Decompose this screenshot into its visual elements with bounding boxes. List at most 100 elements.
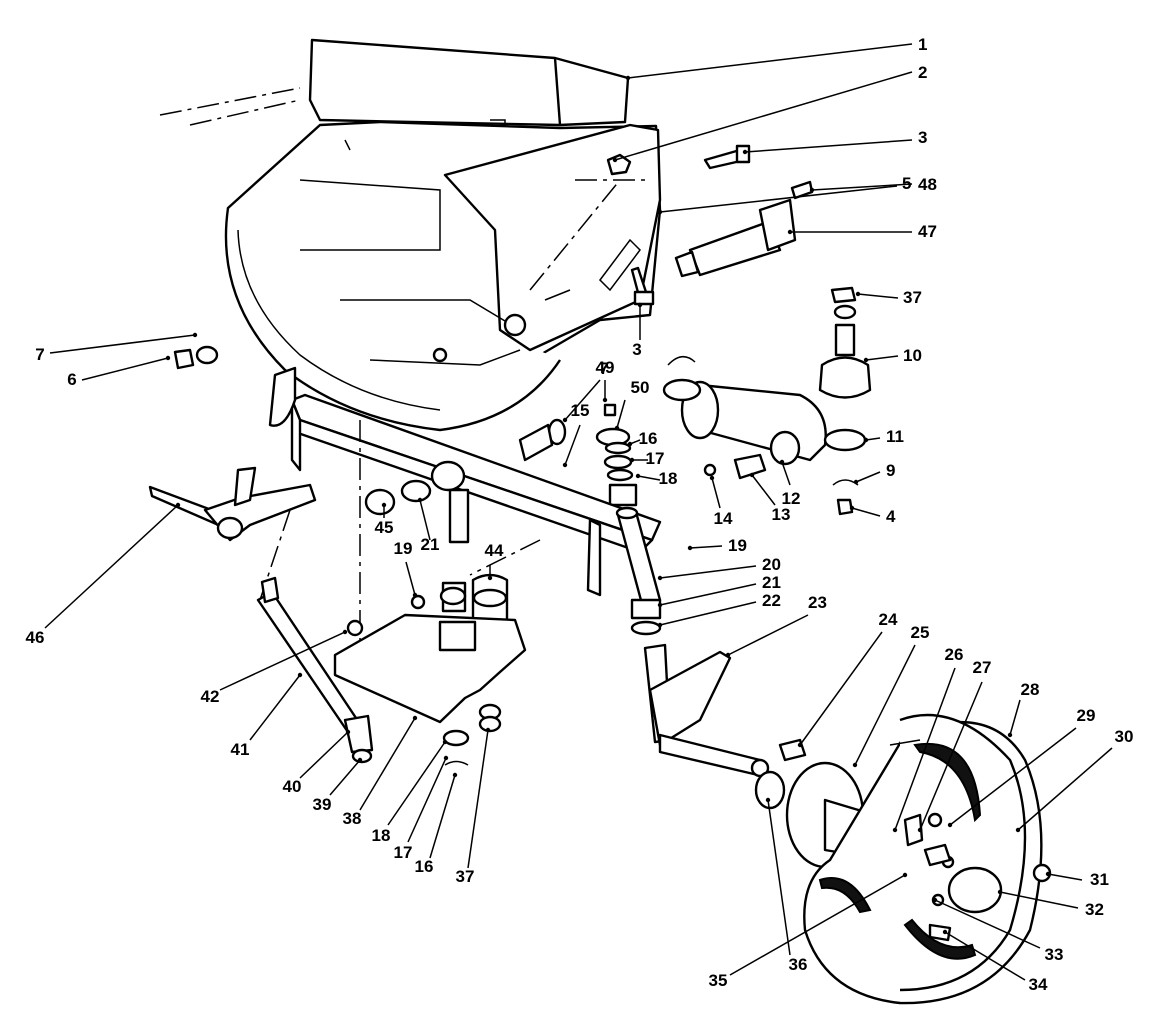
part-ball-joint [818, 286, 872, 399]
callout-label-38: 38 [343, 809, 362, 828]
callout-label-25: 25 [911, 623, 930, 642]
callout-label-2: 2 [918, 63, 927, 82]
callout-label-18: 18 [372, 826, 391, 845]
leader-line-50 [616, 399, 626, 429]
callout-label-16: 16 [639, 429, 658, 448]
leader-dot-17 [443, 755, 449, 761]
leader-dot-13 [749, 472, 755, 478]
callout-label-44: 44 [485, 541, 504, 560]
callout-label-14: 14 [714, 509, 733, 528]
part-tie-rod [256, 576, 374, 764]
leader-dot-31 [1045, 871, 1051, 877]
callout-label-37: 37 [456, 867, 475, 886]
leader-line-3 [744, 139, 913, 153]
leader-line-22 [659, 601, 757, 626]
leader-dot-1 [625, 75, 631, 81]
frame-centerline [159, 87, 301, 126]
callout-label-10: 10 [903, 346, 922, 365]
leader-dot-38 [412, 715, 418, 721]
leader-dot-14 [709, 475, 715, 481]
callout-label-27: 27 [973, 658, 992, 677]
leader-line-4 [851, 507, 881, 517]
leader-dot-40 [345, 729, 351, 735]
callout-label-50: 50 [631, 378, 650, 397]
leader-line-7 [564, 379, 601, 421]
callout-label-39: 39 [313, 795, 332, 814]
leader-line-13 [751, 474, 776, 506]
callout-label-48: 48 [918, 175, 937, 194]
leader-dot-47 [787, 229, 793, 235]
callout-label-40: 40 [283, 777, 302, 796]
leader-line-14 [711, 477, 721, 509]
leader-dot-11 [863, 437, 869, 443]
callout-label-42: 42 [201, 687, 220, 706]
leader-dot-10 [863, 357, 869, 363]
callout-label-20: 20 [762, 555, 781, 574]
leader-line-28 [1009, 699, 1021, 736]
leader-line-32 [999, 891, 1079, 909]
leader-dot-36 [765, 797, 771, 803]
callout-label-28: 28 [1021, 680, 1040, 699]
leader-dot-37 [485, 727, 491, 733]
leader-dot-24 [797, 742, 803, 748]
callout-label-21: 21 [421, 535, 440, 554]
leader-dot-23 [725, 652, 731, 658]
leader-line-24 [799, 631, 883, 746]
callout-label-23: 23 [808, 593, 827, 612]
leader-dot-16 [452, 772, 458, 778]
leader-line-26 [894, 667, 956, 831]
callout-label-35: 35 [709, 971, 728, 990]
leader-dot-33 [932, 897, 938, 903]
callout-label-33: 33 [1045, 945, 1064, 964]
leader-line-17 [407, 757, 447, 843]
leader-line-20 [659, 565, 757, 579]
leader-dot-37 [855, 291, 861, 297]
callout-label-49: 49 [596, 358, 615, 377]
callout-label-30: 30 [1115, 727, 1134, 746]
leader-line-33 [934, 899, 1041, 949]
leader-line-38 [359, 717, 416, 811]
leader-line-23 [727, 614, 809, 656]
leader-dot-22 [657, 622, 663, 628]
part-steering-arm [148, 466, 317, 601]
leader-dot-48 [809, 187, 815, 193]
callout-label-3: 3 [632, 340, 641, 359]
leader-dot-17 [629, 457, 635, 463]
callout-label-1: 1 [918, 35, 927, 54]
leader-dot-3 [742, 149, 748, 155]
leader-dot-3 [637, 302, 643, 308]
leader-line-29 [949, 727, 1077, 826]
leader-dot-26 [892, 827, 898, 833]
part-deck-shroud [224, 120, 662, 432]
callout-label-37: 37 [903, 288, 922, 307]
leader-line-36 [767, 799, 791, 956]
leader-line-27 [919, 681, 983, 831]
part-kingpin-right [615, 506, 662, 636]
leader-line-41 [249, 674, 301, 741]
leader-dot-49 [602, 397, 608, 403]
callout-label-22: 22 [762, 591, 781, 610]
callout-label-7: 7 [599, 359, 608, 378]
callout-label-3: 3 [918, 128, 927, 147]
part-mounting-plate [333, 613, 527, 766]
leader-line-16 [429, 774, 456, 859]
callout-label-5: 5 [902, 174, 911, 193]
bushings-upper [518, 356, 702, 507]
leader-dot-30 [1015, 827, 1021, 833]
leader-line-37 [857, 293, 899, 299]
leader-dot-18 [442, 739, 448, 745]
leader-line-7 [49, 334, 196, 354]
leader-dot-20 [657, 575, 663, 581]
leader-line-1 [627, 43, 913, 79]
leader-line-5 [659, 185, 898, 213]
leader-dot-29 [947, 822, 953, 828]
leader-line-30 [1017, 747, 1113, 831]
leader-dot-18 [635, 473, 641, 479]
callout-label-26: 26 [945, 645, 964, 664]
leader-line-9 [855, 471, 881, 483]
leader-dot-45 [381, 502, 387, 508]
leader-dot-44 [487, 575, 493, 581]
leader-line-18 [637, 475, 661, 481]
leader-dot-7 [192, 332, 198, 338]
